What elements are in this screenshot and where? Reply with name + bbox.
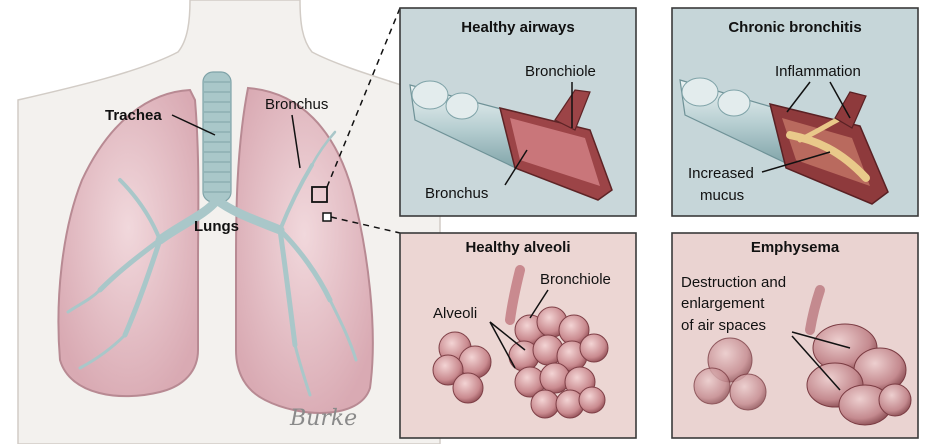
label-increased-1: Increased — [688, 165, 754, 182]
panel-title-healthy-alveoli: Healthy alveoli — [465, 239, 570, 256]
label-destruction-2: enlargement — [681, 295, 765, 312]
panel-title-healthy-airways: Healthy airways — [461, 19, 574, 36]
panel-healthy-airways: Healthy airways Bronchiole Bronchus — [400, 8, 636, 216]
detail-box-alveoli — [323, 213, 331, 221]
label-increased-2: mucus — [700, 187, 744, 204]
label-lungs: Lungs — [194, 218, 239, 235]
label-bronchus-airways: Bronchus — [425, 185, 488, 202]
label-bronchiole-alveoli: Bronchiole — [540, 271, 611, 288]
label-bronchus: Bronchus — [265, 96, 328, 113]
artist-signature: Burke — [289, 406, 357, 431]
panel-healthy-alveoli: Healthy alveoli Bronchiole Alveoli — [400, 233, 636, 438]
trachea — [203, 72, 231, 202]
panel-emphysema: Emphysema Destruction and enlargement of… — [672, 233, 918, 438]
panel-title-chronic-bronchitis: Chronic bronchitis — [728, 19, 861, 36]
body-figure: Trachea Bronchus Lungs Burke — [18, 0, 440, 444]
label-inflammation: Inflammation — [775, 63, 861, 80]
label-trachea: Trachea — [105, 107, 162, 124]
label-alveoli: Alveoli — [433, 305, 477, 322]
panel-title-emphysema: Emphysema — [751, 239, 840, 256]
panel-chronic-bronchitis: Chronic bronchitis Inflammation Increase… — [672, 8, 918, 216]
label-destruction-3: of air spaces — [681, 317, 766, 334]
label-bronchiole-airways: Bronchiole — [525, 63, 596, 80]
label-destruction-1: Destruction and — [681, 274, 786, 291]
